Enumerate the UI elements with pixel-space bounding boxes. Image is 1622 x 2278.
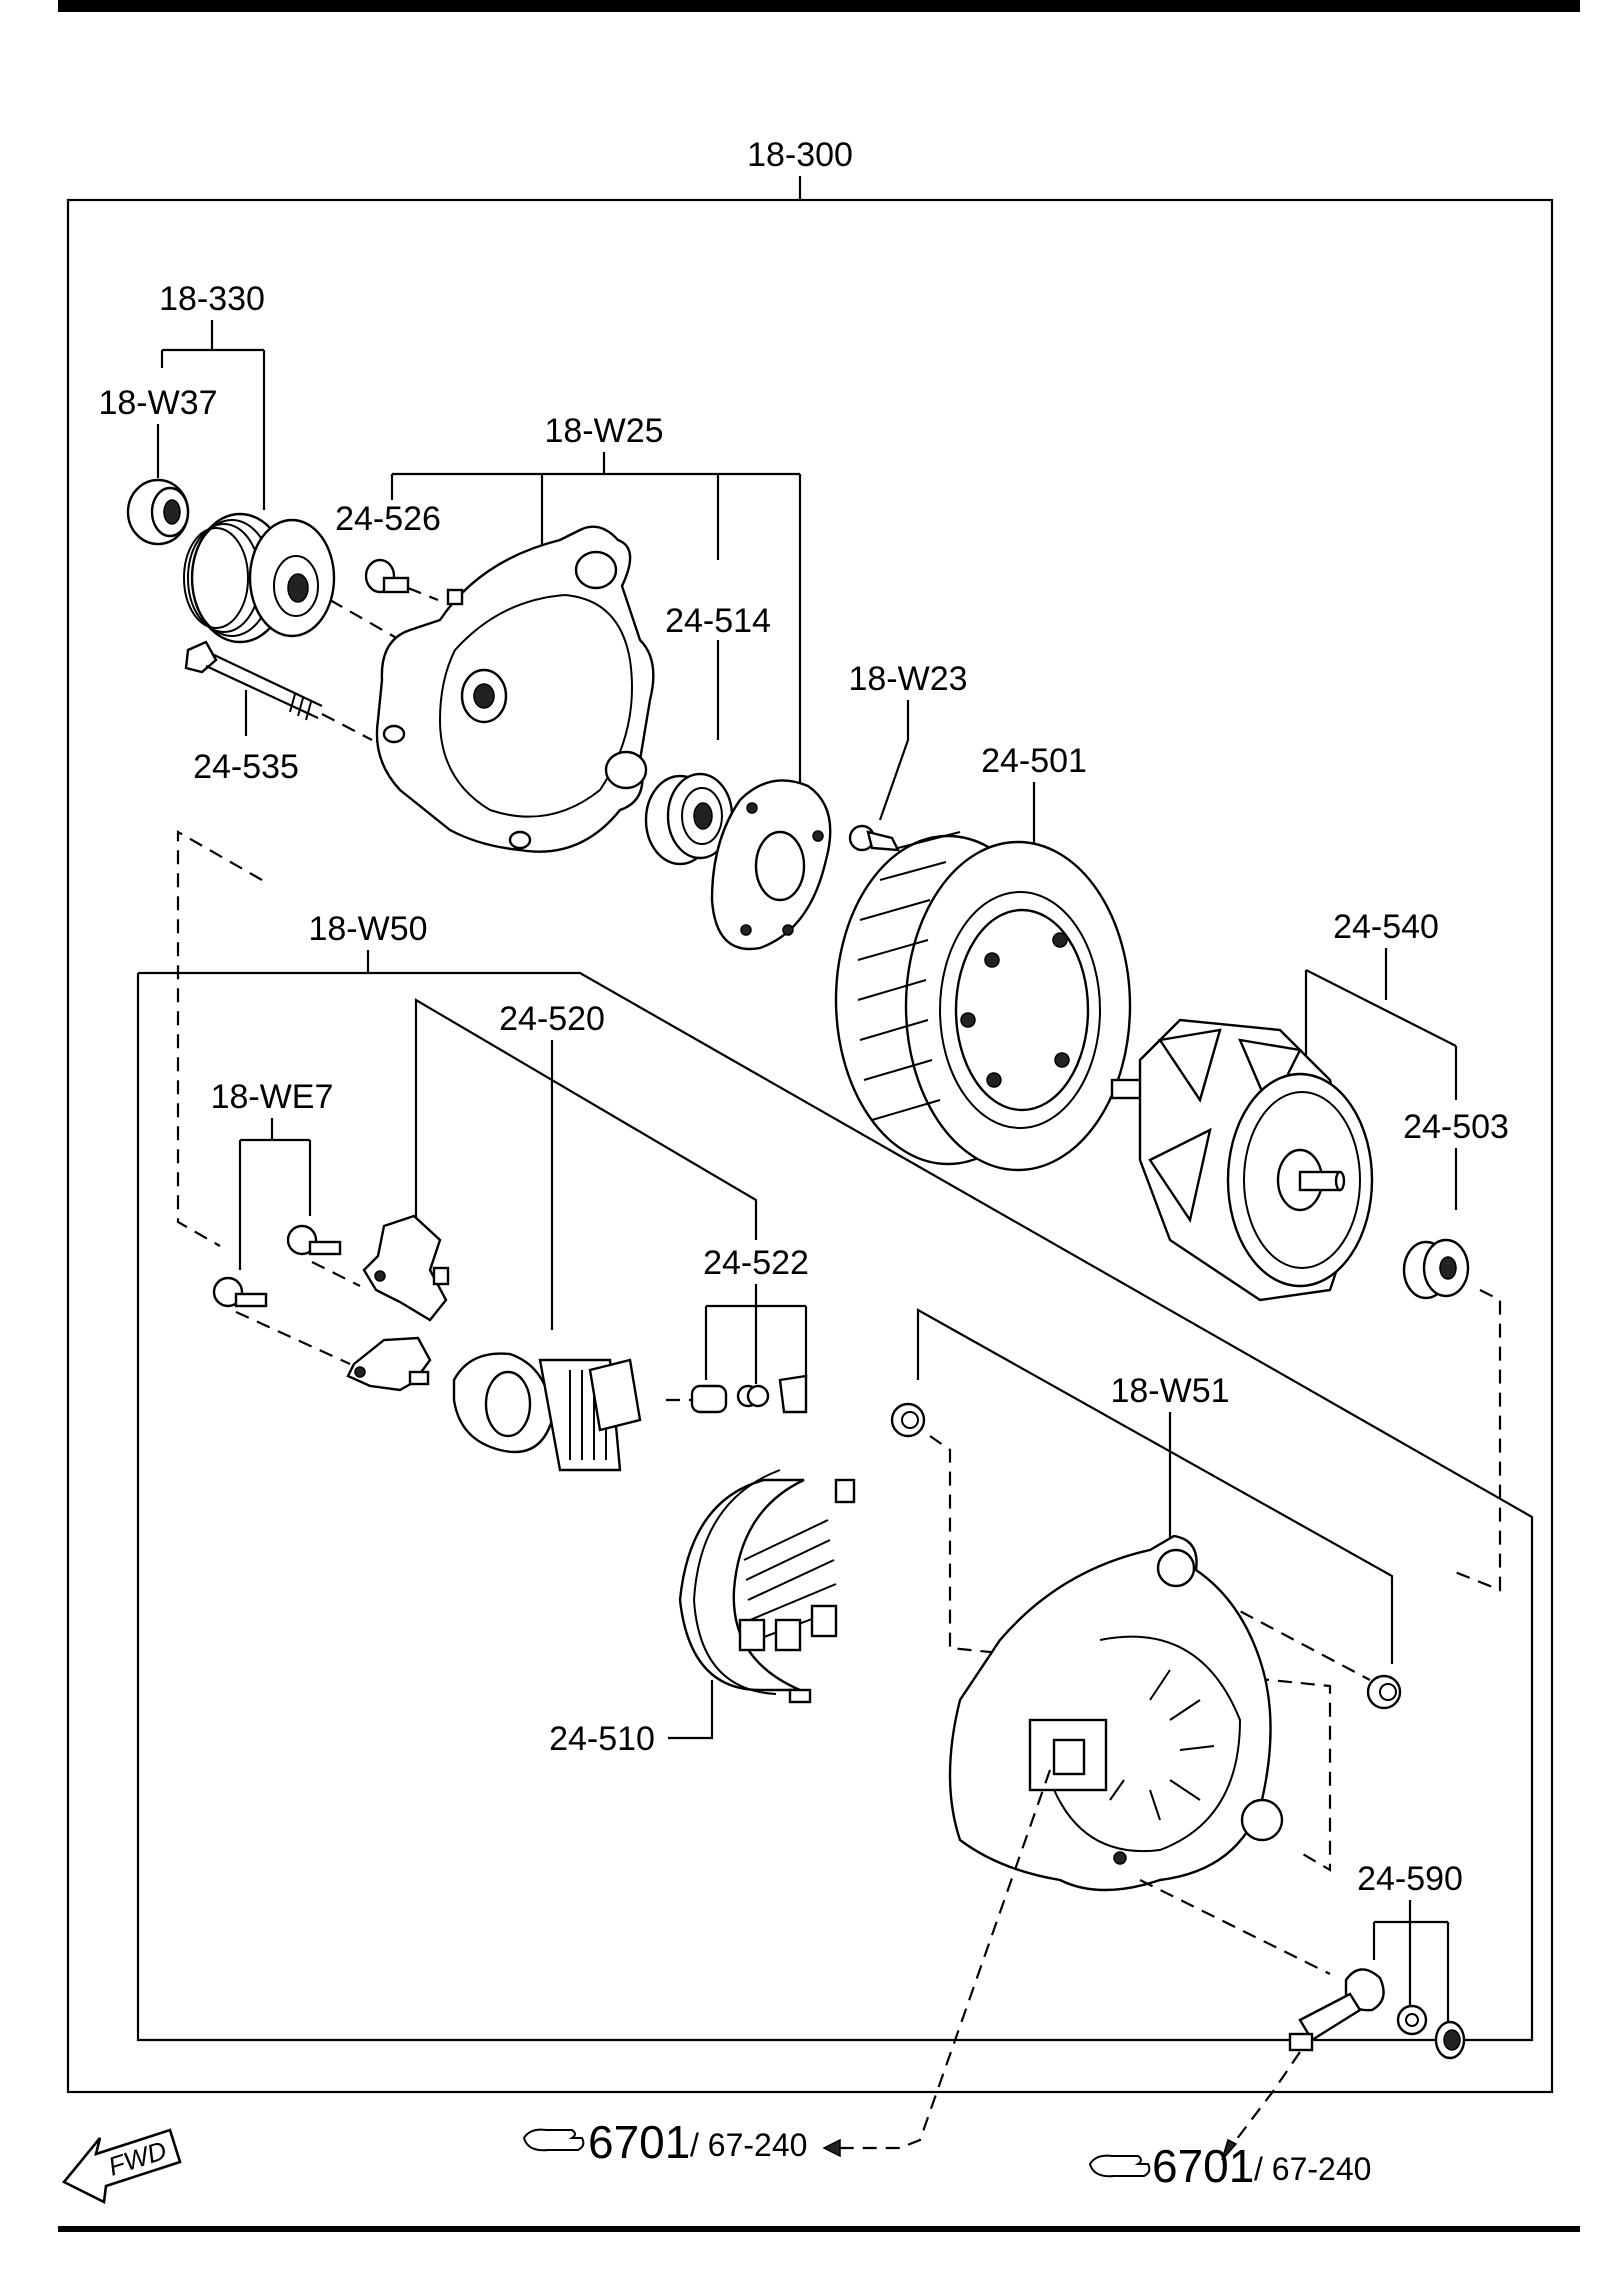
screw-18-W23-part	[848, 824, 901, 852]
label-18-W37: 18-W37	[98, 384, 217, 422]
label-24-590: 24-590	[1357, 1860, 1463, 1898]
rear-set-frame	[136, 971, 1534, 2042]
through-bolt-part	[184, 640, 323, 721]
brush-holder-part	[452, 1352, 642, 1472]
reference-number-left: 6701	[588, 2116, 690, 2168]
label-24-522: 24-522	[703, 1244, 809, 1282]
reference-sub-left: / 67-240	[690, 2127, 807, 2163]
front-bearing-part	[644, 772, 734, 866]
reference-callout-right[interactable]: 6701 / 67-240	[1088, 2140, 1371, 2192]
pulley-part	[183, 512, 336, 644]
top-border-bar	[58, 0, 1580, 12]
assembly-frame	[66, 198, 1554, 2094]
rectifier-part	[678, 1469, 856, 1704]
label-18-W25: 18-W25	[544, 412, 663, 450]
screw-we7-lower-part	[212, 1276, 268, 1308]
rear-bearing-part	[1402, 1238, 1470, 1300]
terminal-cap-part	[1434, 2020, 1466, 2060]
front-housing-part	[375, 525, 655, 853]
rear-housing-nut-part	[1366, 1674, 1402, 1710]
terminal-nut-part	[1396, 2004, 1428, 2036]
rear-housing-bushing-part	[890, 1402, 926, 1438]
screw-we7-upper-part	[286, 1224, 342, 1256]
label-18-WE7: 18-WE7	[211, 1078, 334, 1116]
label-18-W50: 18-W50	[308, 910, 427, 948]
forward-arrow-icon: FWD	[61, 2128, 182, 2204]
screw-24-526-part	[364, 558, 410, 594]
label-24-514: 24-514	[665, 602, 771, 640]
retainer-plate-part	[710, 779, 832, 951]
label-18-W23: 18-W23	[848, 660, 967, 698]
reference-number-right: 6701	[1152, 2140, 1254, 2192]
pointing-hand-icon	[522, 2128, 585, 2152]
label-24-535: 24-535	[193, 748, 299, 786]
brush-part	[690, 1374, 808, 1414]
label-18-300: 18-300	[747, 136, 853, 174]
stator-part	[834, 831, 1132, 1172]
reference-callout-left[interactable]: 6701 / 67-240	[522, 2116, 807, 2168]
label-24-503: 24-503	[1403, 1108, 1509, 1146]
terminal-bolt-part	[1288, 1968, 1385, 2052]
label-24-540: 24-540	[1333, 908, 1439, 946]
label-24-520: 24-520	[499, 1000, 605, 1038]
rotor-part	[1110, 1018, 1374, 1302]
rear-housing-part	[948, 1534, 1284, 1892]
nut-part	[126, 478, 190, 546]
reference-sub-right: / 67-240	[1254, 2151, 1371, 2187]
terminal-plate-lower-part	[346, 1336, 432, 1392]
label-18-330: 18-330	[159, 280, 265, 318]
bottom-border-bar	[58, 2226, 1580, 2232]
label-24-526: 24-526	[335, 500, 441, 538]
label-18-W51: 18-W51	[1110, 1372, 1229, 1410]
pointing-hand-icon	[1088, 2154, 1151, 2178]
label-24-501: 24-501	[981, 742, 1087, 780]
label-24-510: 24-510	[549, 1720, 655, 1758]
terminal-plate-upper-part	[362, 1214, 450, 1322]
